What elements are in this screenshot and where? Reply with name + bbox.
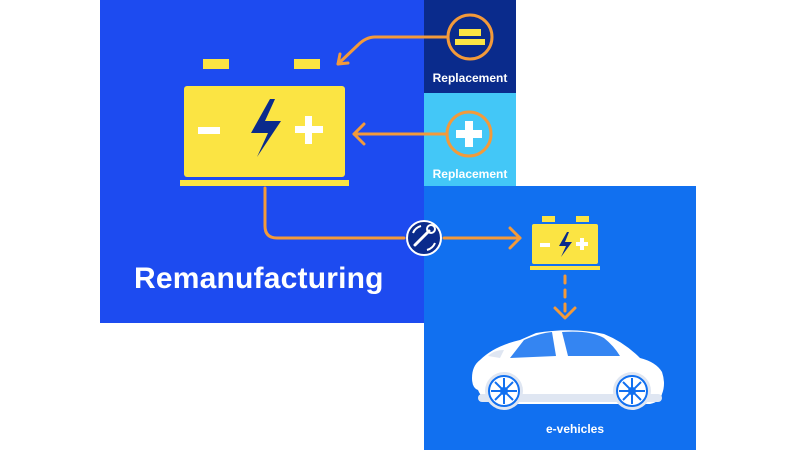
e-vehicles-label: e-vehicles	[545, 422, 605, 436]
car-icon	[472, 330, 664, 410]
remanufacturing-title: Remanufacturing	[134, 262, 384, 295]
battery-icon-large	[180, 59, 349, 186]
replacement-label-bottom: Replacement	[432, 167, 508, 181]
battery-icon-small	[530, 216, 600, 270]
replacement-label-top: Replacement	[432, 71, 508, 85]
replacement-minus-icon	[446, 13, 494, 61]
replacement-plus-icon	[445, 110, 493, 158]
arrows	[263, 35, 577, 320]
wrench-cycle-icon	[406, 220, 442, 256]
